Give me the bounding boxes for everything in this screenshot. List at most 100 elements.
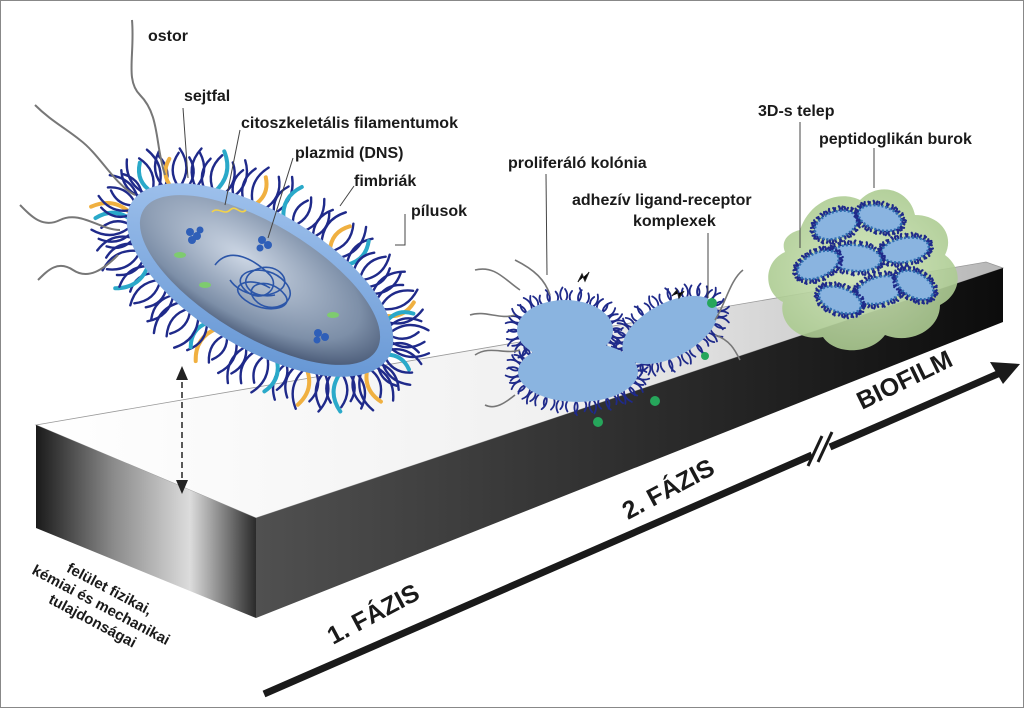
fimbria bbox=[859, 304, 867, 308]
phase-arrow-shaft-1 bbox=[262, 451, 814, 698]
slab-front-face bbox=[36, 425, 256, 618]
biofilm-cell bbox=[891, 265, 939, 305]
fimbria bbox=[931, 285, 938, 290]
fimbria bbox=[885, 259, 890, 266]
fimbria bbox=[928, 279, 934, 284]
fimbria bbox=[863, 201, 868, 208]
fimbria bbox=[833, 248, 838, 254]
fimbria bbox=[115, 257, 146, 277]
flagella bbox=[19, 19, 166, 281]
cell-interior bbox=[174, 207, 339, 344]
label-peptidoglycan-envelope: peptidoglikán burok bbox=[819, 131, 972, 148]
fimbria bbox=[836, 282, 840, 289]
fimbria bbox=[217, 339, 238, 375]
fimbria bbox=[795, 261, 801, 266]
biofilm-3d-colony bbox=[768, 189, 958, 351]
fimbria bbox=[815, 235, 820, 240]
fimbria bbox=[838, 241, 843, 248]
biofilm-cell-body bbox=[895, 269, 935, 301]
fimbria bbox=[875, 200, 879, 207]
fimbria bbox=[869, 274, 874, 281]
label-cytoskeletal-filaments: citoszkeletális filamentumok bbox=[241, 115, 458, 132]
colony-flagella bbox=[469, 259, 744, 408]
fimbria bbox=[855, 217, 862, 222]
fimbria bbox=[902, 291, 907, 297]
fimbria bbox=[892, 278, 898, 281]
fimbria bbox=[899, 216, 906, 221]
fimbria bbox=[879, 229, 883, 235]
fimbria bbox=[914, 267, 919, 274]
fimbria bbox=[837, 205, 842, 212]
ribosome bbox=[199, 282, 211, 288]
biofilm-cell-body bbox=[817, 285, 863, 315]
label-3d-colony: 3D-s telep bbox=[758, 103, 835, 120]
fimbria bbox=[910, 231, 914, 239]
fimbria bbox=[854, 311, 858, 318]
fimbria bbox=[904, 293, 909, 299]
fimbria bbox=[858, 308, 865, 313]
fimbria bbox=[857, 309, 862, 315]
fimbria bbox=[932, 291, 939, 295]
colony-cell bbox=[518, 342, 638, 402]
fimbria bbox=[840, 205, 844, 212]
biofilm-cell-body bbox=[796, 249, 840, 281]
fimbria bbox=[887, 229, 891, 237]
fimbria bbox=[827, 207, 832, 215]
fimbria bbox=[930, 281, 936, 286]
fimbria bbox=[864, 241, 869, 248]
fimbria bbox=[927, 277, 934, 283]
fimbria bbox=[867, 302, 871, 309]
fimbria bbox=[911, 266, 916, 273]
fimbria bbox=[918, 256, 924, 263]
fimbria bbox=[842, 234, 847, 240]
fimbria bbox=[854, 291, 859, 297]
fimbria bbox=[925, 297, 929, 305]
fimbria bbox=[872, 199, 876, 207]
dna-tangle bbox=[214, 254, 292, 310]
fimbria bbox=[918, 234, 923, 240]
fimbria bbox=[899, 224, 906, 229]
fimbria bbox=[843, 240, 847, 247]
phase-break-mark bbox=[806, 435, 824, 467]
fimbria bbox=[897, 288, 903, 294]
fimbria bbox=[850, 207, 854, 214]
fimbria bbox=[178, 147, 188, 189]
leader-lines bbox=[182, 107, 875, 298]
fimbria bbox=[872, 302, 876, 310]
fimbria bbox=[378, 289, 415, 310]
label-proliferating-colony: proliferáló kolónia bbox=[508, 155, 647, 172]
fimbria bbox=[915, 258, 920, 265]
fimbria bbox=[904, 261, 908, 267]
fimbria bbox=[919, 269, 924, 276]
colony-cell bbox=[622, 295, 718, 365]
fimbria bbox=[893, 207, 899, 213]
flagellum bbox=[37, 254, 119, 281]
fimbria bbox=[833, 207, 837, 213]
label-pili: pílusok bbox=[411, 203, 468, 220]
fimbria bbox=[90, 224, 133, 237]
fimbria bbox=[809, 226, 816, 230]
fimbria bbox=[927, 246, 934, 251]
fimbria bbox=[868, 243, 872, 250]
fimbria bbox=[847, 232, 852, 238]
fimbria bbox=[559, 286, 564, 303]
fimbria bbox=[880, 301, 885, 308]
ligand-receptor-complex bbox=[707, 298, 717, 308]
biofilm-cell bbox=[792, 245, 844, 285]
fimbria bbox=[815, 287, 822, 293]
fimbria bbox=[387, 323, 430, 336]
phase-break-mark bbox=[816, 431, 834, 463]
flagellum bbox=[19, 204, 121, 231]
fimbria bbox=[891, 229, 895, 235]
fimbria bbox=[879, 254, 886, 259]
fimbria bbox=[859, 241, 864, 247]
fimbria bbox=[865, 225, 870, 232]
fimbria bbox=[836, 250, 842, 256]
pilus bbox=[281, 185, 304, 222]
phase-arrow-head bbox=[990, 362, 1020, 384]
fimbria bbox=[817, 285, 823, 291]
fimbria bbox=[839, 267, 844, 274]
fimbria bbox=[898, 226, 903, 232]
fimbria bbox=[683, 283, 689, 300]
ligand-receptor-complex bbox=[593, 417, 603, 427]
